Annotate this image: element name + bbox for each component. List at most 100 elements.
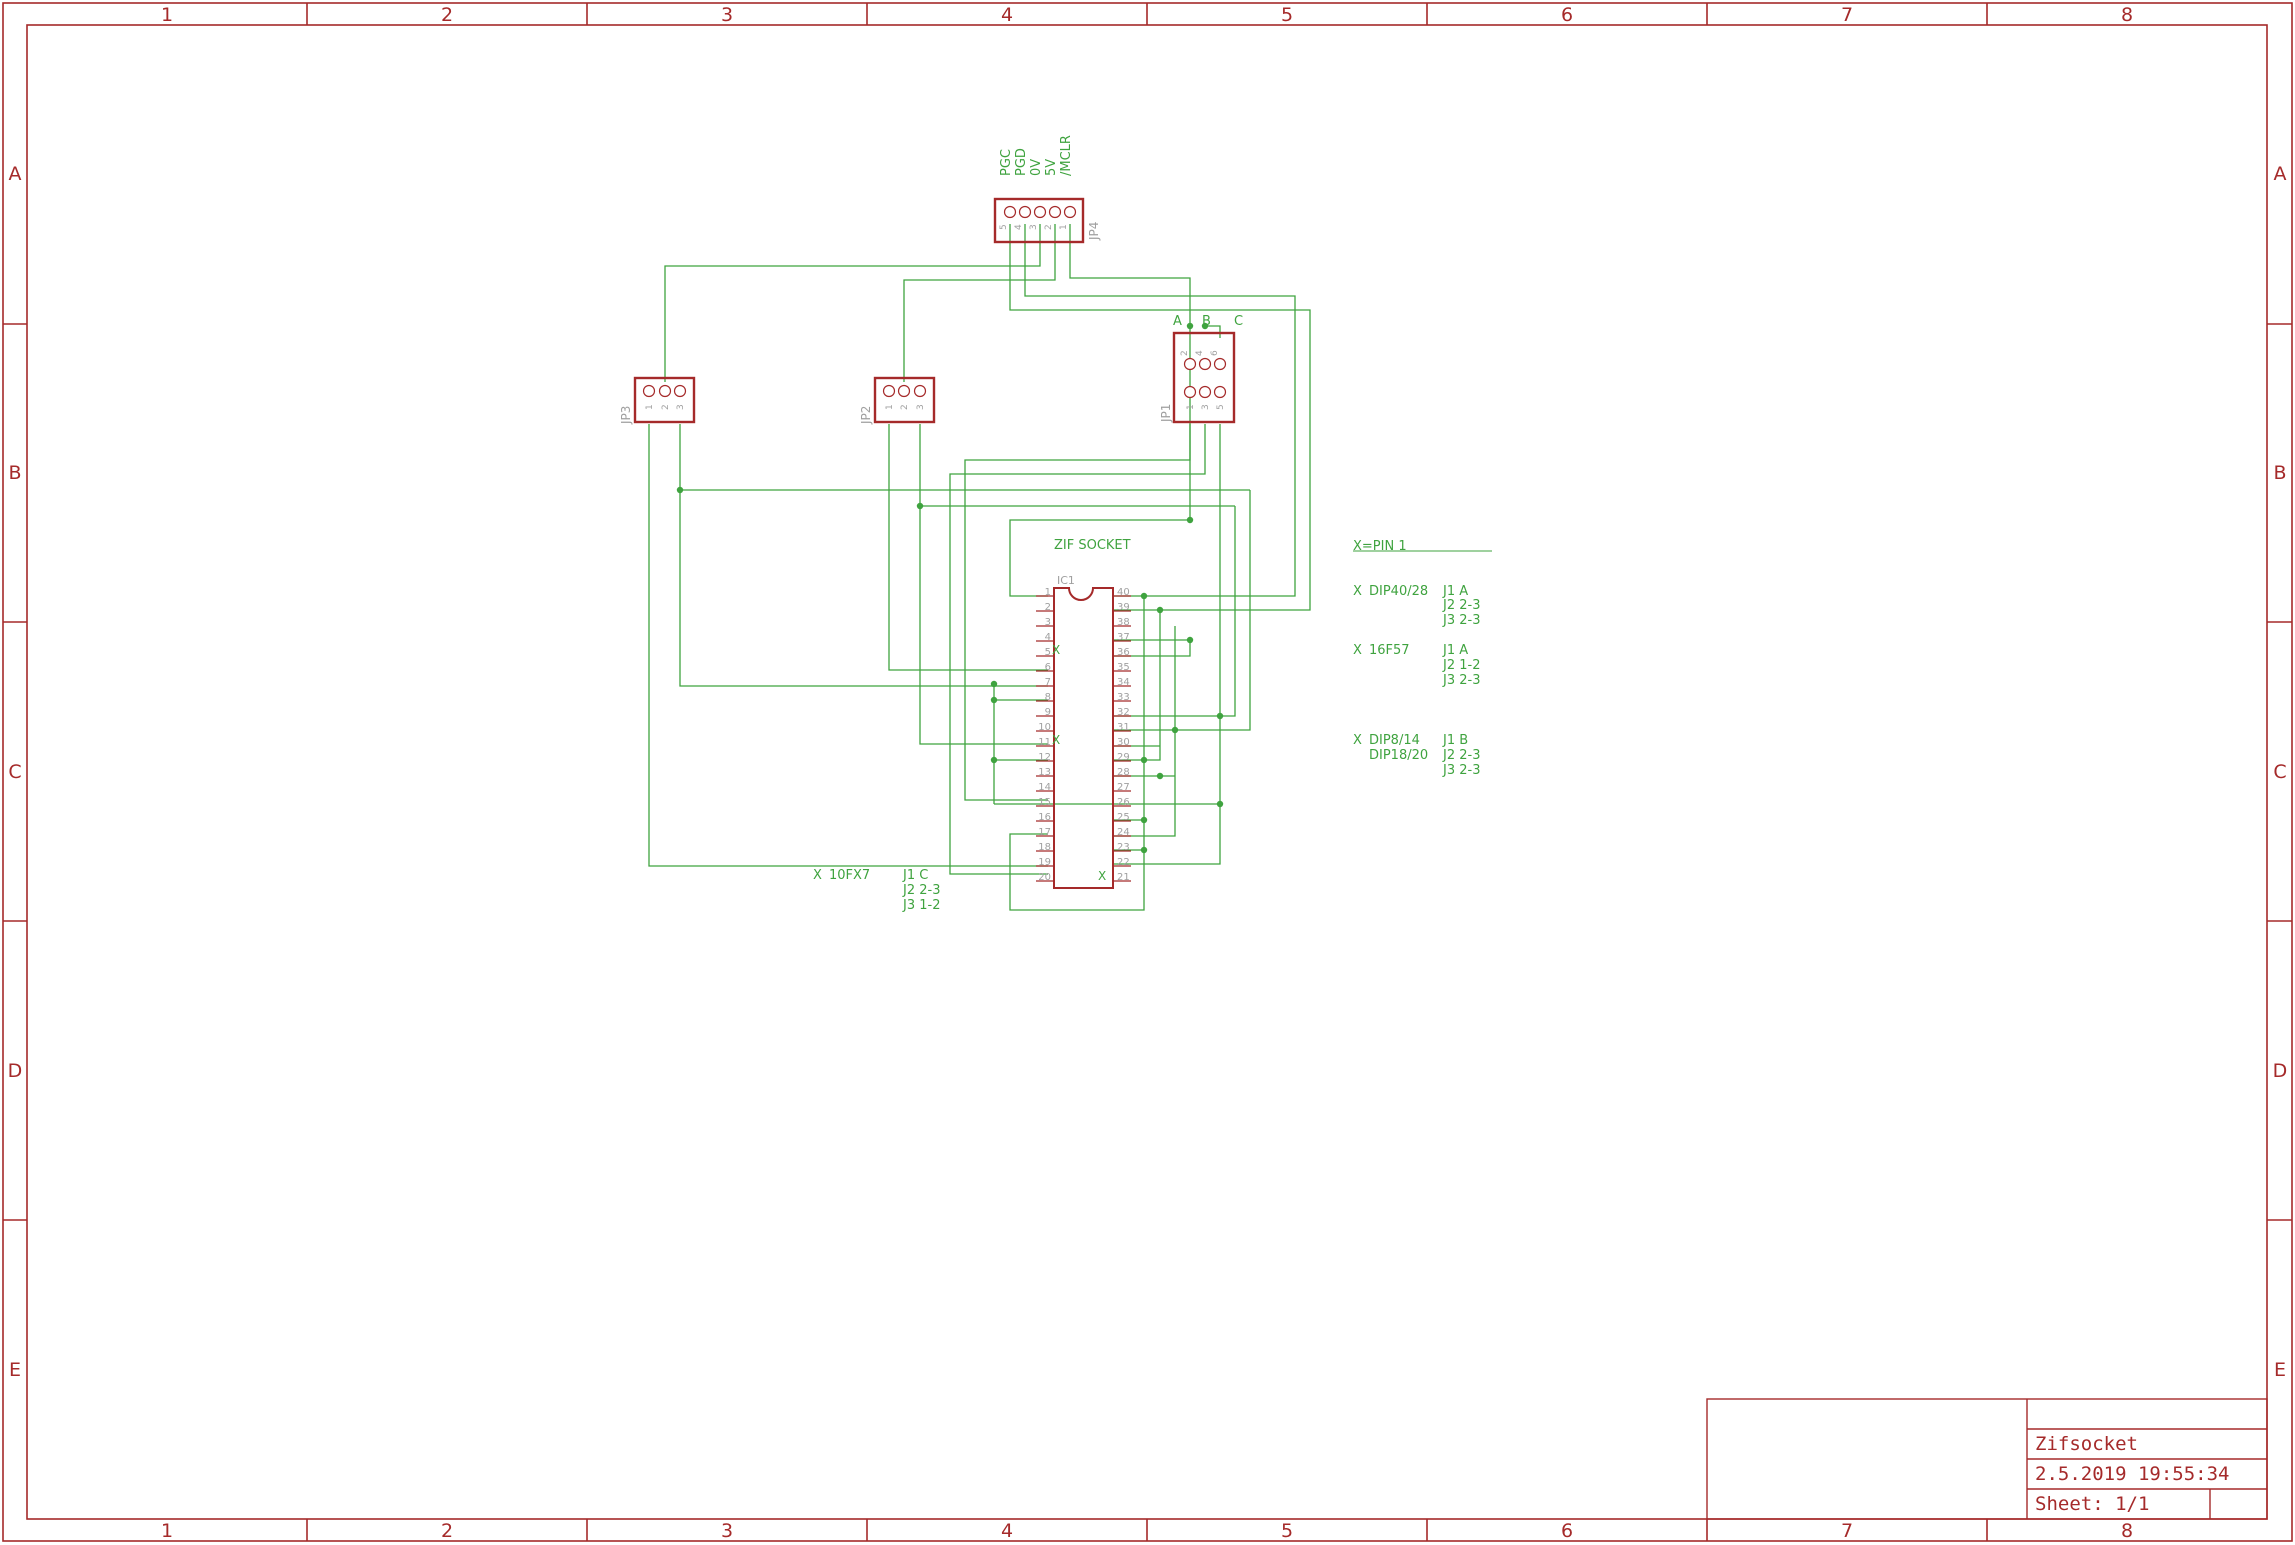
- ic1-pin-number-left: 14: [1038, 782, 1051, 793]
- ic1-pin-number-right: 26: [1117, 797, 1130, 808]
- col-label-bottom: 7: [1841, 1520, 1853, 1542]
- note-16f57-x: X: [1353, 643, 1362, 658]
- jp4-signal-label: /MCLR: [1059, 135, 1074, 176]
- jp4-signal-label: 5V: [1044, 159, 1059, 176]
- jp4-pin-number: 2: [1044, 224, 1054, 230]
- note-dip8-x: X: [1353, 733, 1362, 748]
- ic1-pin-number-left: 5: [1045, 647, 1051, 658]
- jp4-signal-label: PGD: [1014, 148, 1029, 176]
- jp1-pin-number: 1: [1186, 404, 1196, 410]
- title-block: [1706, 1398, 2268, 1520]
- frame-row-labels: A B C D E A B C D E: [8, 163, 2288, 1381]
- ic1-pin1-marker: X: [1052, 733, 1060, 747]
- note-16f57-j2: J2 1-2: [1442, 658, 1480, 673]
- ic1-pin-number-left: 13: [1038, 767, 1051, 778]
- jp3-ref: JP3: [619, 406, 633, 425]
- ic1-pin-number-left: 8: [1045, 692, 1051, 703]
- ic1-pin-number-left: 7: [1045, 677, 1051, 688]
- title-block-sheet: Sheet: 1/1: [2035, 1493, 2149, 1515]
- ic1-zif-socket: ZIF SOCKET IC1 1234567891011121314151617…: [1036, 538, 1131, 889]
- jp1-col-label-c: C: [1234, 314, 1243, 329]
- jp1-col-label-b: B: [1202, 314, 1211, 329]
- ic1-pin-number-right: 22: [1117, 857, 1130, 868]
- col-label-bottom: 4: [1001, 1520, 1013, 1542]
- jp1-col-label-a: A: [1173, 314, 1182, 329]
- ic1-pin-number-right: 33: [1117, 692, 1130, 703]
- row-label-right: E: [2274, 1359, 2286, 1381]
- title-block-date: 2.5.2019 19:55:34: [2035, 1463, 2229, 1485]
- ic1-pin1-marker: X: [1098, 869, 1106, 883]
- jp4-ref: JP4: [1087, 222, 1101, 241]
- note-dip40-j1: J1 A: [1442, 584, 1468, 599]
- note-dip40-x: X: [1353, 584, 1362, 599]
- ic1-pin-number-left: 16: [1038, 812, 1051, 823]
- ic1-pin-number-left: 18: [1038, 842, 1051, 853]
- jp4-signal-label: 0V: [1029, 159, 1044, 176]
- jp2-ref: JP2: [859, 406, 873, 425]
- col-label-top: 2: [441, 4, 453, 26]
- col-label-bottom: 1: [161, 1520, 173, 1542]
- ic1-pin-number-left: 19: [1038, 857, 1051, 868]
- jp1-pin-number: 4: [1195, 350, 1205, 356]
- ic1-pin-number-right: 21: [1117, 872, 1130, 883]
- ic1-pin-number-right: 35: [1117, 662, 1130, 673]
- ic1-pin-number-right: 40: [1117, 587, 1130, 598]
- ic1-pin-number-right: 31: [1117, 722, 1130, 733]
- note-dip8-name: DIP8/14: [1369, 733, 1420, 748]
- ic1-pin-number-left: 17: [1038, 827, 1051, 838]
- col-label-top: 6: [1561, 4, 1573, 26]
- jp2-pin-number: 3: [916, 404, 926, 410]
- note-10fx7-j2: J2 2-3: [902, 883, 940, 898]
- jp1-connector: 2 4 6 1 3 5 JP1 A B C: [1159, 314, 1243, 424]
- ic1-pin-number-right: 34: [1117, 677, 1130, 688]
- ic1-pin-number-left: 11: [1038, 737, 1051, 748]
- ic1-pin-number-left: 20: [1038, 872, 1051, 883]
- ic1-pin-number-right: 24: [1117, 827, 1130, 838]
- ic1-title: ZIF SOCKET: [1054, 538, 1131, 553]
- col-label-bottom: 3: [721, 1520, 733, 1542]
- col-label-bottom: 5: [1281, 1520, 1293, 1542]
- jp1-ref: JP1: [1159, 404, 1173, 423]
- note-10fx7-j1: J1 C: [902, 868, 928, 883]
- note-dip40-j3: J3 2-3: [1442, 613, 1480, 628]
- col-label-top: 8: [2121, 4, 2133, 26]
- jp1-pin-number: 6: [1210, 350, 1220, 356]
- ic1-pin-number-left: 1: [1045, 587, 1051, 598]
- ic1-pin-number-right: 38: [1117, 617, 1130, 628]
- ic1-pin-number-left: 6: [1045, 662, 1051, 673]
- ic1-pin-number-right: 28: [1117, 767, 1130, 778]
- ic1-pin-number-left: 15: [1038, 797, 1051, 808]
- ic1-pin-number-left: 4: [1045, 632, 1051, 643]
- jp3-pin-number: 1: [645, 404, 655, 410]
- frame-column-labels: 1 2 3 4 5 6 7 8 1 2 3 4 5 6 7 8: [161, 4, 2133, 1542]
- jp3-pin-number: 3: [676, 404, 686, 410]
- ic1-ref: IC1: [1057, 574, 1075, 587]
- ic1-pin-number-right: 25: [1117, 812, 1130, 823]
- wires: [648, 224, 1311, 911]
- note-10fx7-name: 10FX7: [829, 868, 870, 883]
- jp4-connector: 5 4 3 2 1 JP4 PGC PGD 0V 5V /MCLR: [993, 135, 1101, 244]
- row-label-left: A: [9, 163, 22, 185]
- row-label-right: B: [2273, 462, 2286, 484]
- row-label-right: C: [2273, 761, 2286, 783]
- note-dip40-name: DIP40/28: [1369, 584, 1428, 599]
- jp2-pin-number: 2: [900, 404, 910, 410]
- note-16f57-j3: J3 2-3: [1442, 673, 1480, 688]
- ic1-pin-number-left: 3: [1045, 617, 1051, 628]
- ic1-pin-number-right: 37: [1117, 632, 1130, 643]
- note-dip8-j2: J2 2-3: [1442, 748, 1480, 763]
- ic1-pin-number-right: 32: [1117, 707, 1130, 718]
- ic1-body: [1053, 587, 1114, 889]
- note-legend: X=PIN 1: [1353, 539, 1407, 554]
- ic1-pin1-marker: X: [1052, 643, 1060, 657]
- col-label-top: 7: [1841, 4, 1853, 26]
- row-label-left: C: [8, 761, 21, 783]
- jp4-signal-label: PGC: [999, 149, 1014, 176]
- jp1-pin-number: 2: [1180, 350, 1190, 356]
- jp4-pin-number: 3: [1029, 224, 1039, 230]
- jp3-pin-number: 2: [661, 404, 671, 410]
- col-label-top: 4: [1001, 4, 1013, 26]
- note-dip40-j2: J2 2-3: [1442, 598, 1480, 613]
- row-label-right: A: [2274, 163, 2287, 185]
